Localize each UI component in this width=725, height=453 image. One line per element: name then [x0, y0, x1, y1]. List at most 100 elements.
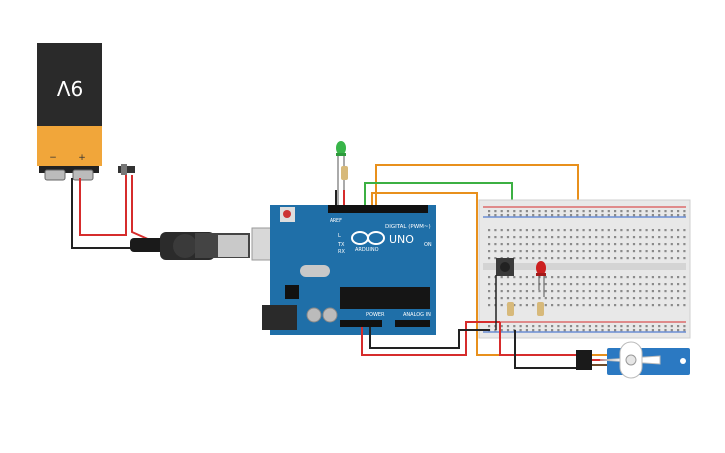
breadboard-hole[interactable]: [569, 257, 573, 260]
breadboard-hole[interactable]: [488, 250, 491, 253]
breadboard-hole[interactable]: [677, 297, 680, 300]
breadboard-hole[interactable]: [632, 229, 636, 232]
breadboard-hole[interactable]: [677, 210, 680, 213]
breadboard-hole[interactable]: [519, 304, 522, 307]
breadboard-hole[interactable]: [632, 210, 636, 213]
breadboard-hole[interactable]: [595, 304, 598, 307]
breadboard-hole[interactable]: [595, 250, 598, 253]
breadboard-hole[interactable]: [488, 257, 491, 260]
breadboard-hole[interactable]: [626, 329, 629, 332]
breadboard-hole[interactable]: [513, 290, 516, 293]
breadboard-hole[interactable]: [563, 236, 566, 239]
breadboard-hole[interactable]: [582, 304, 585, 307]
breadboard-hole[interactable]: [588, 283, 591, 286]
breadboard-hole[interactable]: [582, 257, 585, 260]
pushbutton[interactable]: [496, 258, 514, 276]
breadboard-hole[interactable]: [506, 325, 510, 328]
breadboard-hole[interactable]: [595, 276, 598, 279]
breadboard-hole[interactable]: [632, 304, 636, 307]
breadboard-hole[interactable]: [626, 229, 629, 232]
breadboard-hole[interactable]: [588, 229, 591, 232]
breadboard-hole[interactable]: [670, 210, 673, 213]
breadboard-hole[interactable]: [670, 297, 673, 300]
breadboard-hole[interactable]: [513, 214, 516, 217]
breadboard-hole[interactable]: [551, 250, 554, 253]
breadboard-hole[interactable]: [576, 276, 579, 279]
breadboard-hole[interactable]: [677, 329, 680, 332]
breadboard-hole[interactable]: [582, 214, 585, 217]
breadboard-hole[interactable]: [683, 214, 686, 217]
breadboard-hole[interactable]: [670, 214, 673, 217]
breadboard-hole[interactable]: [538, 325, 541, 328]
breadboard-hole[interactable]: [639, 276, 642, 279]
breadboard-hole[interactable]: [595, 243, 598, 246]
breadboard-hole[interactable]: [563, 297, 566, 300]
breadboard-hole[interactable]: [506, 210, 510, 213]
breadboard-hole[interactable]: [506, 229, 510, 232]
breadboard-hole[interactable]: [620, 304, 623, 307]
breadboard-hole[interactable]: [569, 325, 573, 328]
breadboard-hole[interactable]: [582, 290, 585, 293]
breadboard-hole[interactable]: [670, 243, 673, 246]
breadboard-hole[interactable]: [651, 297, 654, 300]
breadboard-hole[interactable]: [588, 214, 591, 217]
wire-switch-red-to-jack[interactable]: [131, 175, 151, 241]
breadboard-hole[interactable]: [538, 329, 541, 332]
breadboard-hole[interactable]: [557, 229, 560, 232]
breadboard-hole[interactable]: [551, 229, 554, 232]
breadboard-hole[interactable]: [607, 329, 610, 332]
breadboard-hole[interactable]: [544, 229, 547, 232]
breadboard-hole[interactable]: [488, 243, 491, 246]
breadboard-hole[interactable]: [632, 329, 636, 332]
breadboard-hole[interactable]: [569, 304, 573, 307]
breadboard-hole[interactable]: [677, 250, 680, 253]
breadboard-hole[interactable]: [576, 297, 579, 300]
breadboard-hole[interactable]: [658, 214, 661, 217]
breadboard-hole[interactable]: [513, 243, 516, 246]
breadboard-hole[interactable]: [639, 329, 642, 332]
breadboard-hole[interactable]: [563, 290, 566, 293]
breadboard-hole[interactable]: [658, 297, 661, 300]
breadboard-hole[interactable]: [488, 304, 491, 307]
breadboard-hole[interactable]: [500, 325, 503, 328]
breadboard-hole[interactable]: [601, 304, 604, 307]
breadboard-hole[interactable]: [601, 329, 604, 332]
breadboard-hole[interactable]: [519, 325, 522, 328]
breadboard-hole[interactable]: [607, 304, 610, 307]
breadboard-hole[interactable]: [626, 214, 629, 217]
breadboard-hole[interactable]: [683, 297, 686, 300]
breadboard-hole[interactable]: [639, 325, 642, 328]
breadboard-hole[interactable]: [532, 329, 535, 332]
breadboard-hole[interactable]: [620, 290, 623, 293]
breadboard-hole[interactable]: [557, 214, 560, 217]
breadboard-hole[interactable]: [683, 210, 686, 213]
breadboard-hole[interactable]: [551, 297, 554, 300]
breadboard-hole[interactable]: [595, 297, 598, 300]
breadboard-hole[interactable]: [651, 276, 654, 279]
breadboard-hole[interactable]: [639, 304, 642, 307]
breadboard-hole[interactable]: [607, 243, 610, 246]
breadboard-hole[interactable]: [626, 290, 629, 293]
breadboard-hole[interactable]: [670, 250, 673, 253]
breadboard-hole[interactable]: [551, 304, 554, 307]
breadboard-hole[interactable]: [532, 290, 535, 293]
breadboard-hole[interactable]: [519, 290, 522, 293]
breadboard-hole[interactable]: [645, 210, 648, 213]
breadboard-hole[interactable]: [563, 243, 566, 246]
power-header[interactable]: [340, 320, 382, 327]
breadboard-hole[interactable]: [664, 229, 667, 232]
breadboard-hole[interactable]: [614, 304, 617, 307]
breadboard-hole[interactable]: [639, 210, 642, 213]
breadboard-hole[interactable]: [645, 297, 648, 300]
breadboard-hole[interactable]: [500, 297, 503, 300]
breadboard-hole[interactable]: [601, 290, 604, 293]
breadboard-hole[interactable]: [683, 325, 686, 328]
breadboard-hole[interactable]: [645, 329, 648, 332]
breadboard-hole[interactable]: [576, 250, 579, 253]
breadboard-hole[interactable]: [607, 276, 610, 279]
breadboard-hole[interactable]: [601, 243, 604, 246]
breadboard-hole[interactable]: [664, 214, 667, 217]
breadboard-hole[interactable]: [557, 257, 560, 260]
breadboard-hole[interactable]: [525, 290, 528, 293]
breadboard-hole[interactable]: [488, 325, 491, 328]
